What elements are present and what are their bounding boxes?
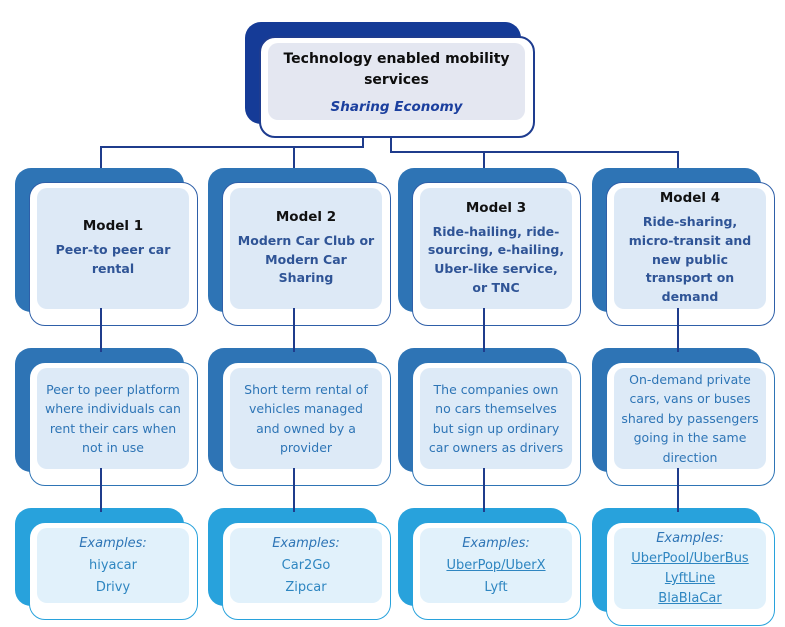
connector-stub-model-2 bbox=[293, 146, 295, 172]
description-4-card: On-demand private cars, vans or buses sh… bbox=[592, 348, 775, 486]
description-1-text: Peer to peer platform where individuals … bbox=[45, 381, 181, 455]
model-1-name: Peer-to peer car rental bbox=[55, 242, 171, 276]
root-card-front: Technology enabled mobility services Sha… bbox=[259, 36, 535, 138]
connector-stub-model-4 bbox=[677, 151, 679, 174]
example-item-drivy: Drivy bbox=[95, 580, 131, 595]
connector-stub-model-3 bbox=[483, 151, 485, 174]
examples-4-card: Examples: UberPool/UberBus LyftLine BlaB… bbox=[592, 508, 775, 626]
example-link-uberpool-uberbus[interactable]: UberPool/UberBus bbox=[631, 551, 749, 566]
examples-3-card-front: Examples: UberPop/UberX Lyft bbox=[412, 522, 581, 620]
connector-desc-examples-4 bbox=[677, 468, 679, 512]
example-item-lyft: Lyft bbox=[484, 580, 508, 595]
model-1-card-fill: Model 1 Peer-to peer car rental bbox=[37, 188, 189, 309]
description-1-card: Peer to peer platform where individuals … bbox=[15, 348, 198, 486]
examples-1-card-front: Examples: hiyacar Drivy bbox=[29, 522, 198, 620]
examples-2-card-fill: Examples: Car2Go Zipcar bbox=[230, 528, 382, 603]
examples-2-label: Examples: bbox=[272, 536, 340, 551]
description-2-card: Short term rental of vehicles managed an… bbox=[208, 348, 391, 486]
description-1-card-fill: Peer to peer platform where individuals … bbox=[37, 368, 189, 469]
example-item-car2go: Car2Go bbox=[281, 558, 331, 573]
example-link-lyftline[interactable]: LyftLine bbox=[664, 571, 716, 586]
description-3-card-front: The companies own no cars themselves but… bbox=[412, 362, 581, 486]
model-3-name: Ride-hailing, ride-sourcing, e-hailing, … bbox=[427, 223, 565, 295]
model-3-card-fill: Model 3 Ride-hailing, ride-sourcing, e-h… bbox=[420, 188, 572, 309]
connector-stub-model-1 bbox=[100, 146, 102, 172]
examples-1-card-fill: Examples: hiyacar Drivy bbox=[37, 528, 189, 603]
model-4-card-fill: Model 4 Ride-sharing, micro-transit and … bbox=[614, 188, 766, 309]
description-2-text: Short term rental of vehicles managed an… bbox=[244, 381, 368, 455]
model-1-card-front: Model 1 Peer-to peer car rental bbox=[29, 182, 198, 326]
description-3-text: The companies own no cars themselves but… bbox=[428, 381, 564, 455]
diagram-subtitle: Sharing Economy bbox=[330, 98, 463, 115]
examples-4-label: Examples: bbox=[656, 531, 724, 546]
connector-model-desc-3 bbox=[483, 308, 485, 352]
examples-3-card-fill: Examples: UberPop/UberX Lyft bbox=[420, 528, 572, 603]
root-card-fill: Technology enabled mobility services Sha… bbox=[268, 43, 525, 120]
connector-desc-examples-1 bbox=[100, 468, 102, 512]
examples-2-card-front: Examples: Car2Go Zipcar bbox=[222, 522, 391, 620]
root-card: Technology enabled mobility services Sha… bbox=[245, 22, 535, 138]
example-item-hiyacar: hiyacar bbox=[89, 558, 137, 573]
examples-4-card-front: Examples: UberPool/UberBus LyftLine BlaB… bbox=[606, 522, 775, 626]
connector-desc-examples-3 bbox=[483, 468, 485, 512]
model-2-label: Model 2 bbox=[275, 208, 337, 225]
model-2-name: Modern Car Club or Modern Car Sharing bbox=[237, 232, 375, 286]
model-2-card: Model 2 Modern Car Club or Modern Car Sh… bbox=[208, 168, 391, 326]
connector-horizontal-left bbox=[100, 146, 364, 148]
diagram-title: Technology enabled mobility services bbox=[283, 50, 510, 88]
description-3-card-fill: The companies own no cars themselves but… bbox=[420, 368, 572, 469]
connector-desc-examples-2 bbox=[293, 468, 295, 512]
example-link-uberpop-uberx[interactable]: UberPop/UberX bbox=[446, 558, 546, 573]
model-2-card-fill: Model 2 Modern Car Club or Modern Car Sh… bbox=[230, 188, 382, 309]
model-4-label: Model 4 bbox=[659, 190, 721, 207]
model-2-card-front: Model 2 Modern Car Club or Modern Car Sh… bbox=[222, 182, 391, 326]
model-4-name: Ride-sharing, micro-transit and new publ… bbox=[628, 214, 752, 305]
model-1-label: Model 1 bbox=[82, 218, 144, 235]
examples-3-card: Examples: UberPop/UberX Lyft bbox=[398, 508, 581, 620]
connector-model-desc-2 bbox=[293, 308, 295, 352]
description-4-card-fill: On-demand private cars, vans or buses sh… bbox=[614, 368, 766, 469]
description-2-card-front: Short term rental of vehicles managed an… bbox=[222, 362, 391, 486]
description-2-card-fill: Short term rental of vehicles managed an… bbox=[230, 368, 382, 469]
description-3-card: The companies own no cars themselves but… bbox=[398, 348, 581, 486]
examples-3-label: Examples: bbox=[462, 536, 530, 551]
description-1-card-front: Peer to peer platform where individuals … bbox=[29, 362, 198, 486]
example-link-blablacar[interactable]: BlaBlaCar bbox=[658, 591, 722, 606]
description-4-text: On-demand private cars, vans or buses sh… bbox=[621, 372, 759, 465]
model-3-label: Model 3 bbox=[465, 199, 527, 216]
model-3-card-front: Model 3 Ride-hailing, ride-sourcing, e-h… bbox=[412, 182, 581, 326]
model-3-card: Model 3 Ride-hailing, ride-sourcing, e-h… bbox=[398, 168, 581, 326]
connector-model-desc-4 bbox=[677, 308, 679, 352]
model-4-card-front: Model 4 Ride-sharing, micro-transit and … bbox=[606, 182, 775, 326]
connector-horizontal-right bbox=[390, 151, 679, 153]
description-4-card-front: On-demand private cars, vans or buses sh… bbox=[606, 362, 775, 486]
examples-4-card-fill: Examples: UberPool/UberBus LyftLine BlaB… bbox=[614, 528, 766, 609]
examples-1-card: Examples: hiyacar Drivy bbox=[15, 508, 198, 620]
connector-stem-right bbox=[390, 136, 392, 153]
connector-model-desc-1 bbox=[100, 308, 102, 352]
examples-2-card: Examples: Car2Go Zipcar bbox=[208, 508, 391, 620]
model-4-card: Model 4 Ride-sharing, micro-transit and … bbox=[592, 168, 775, 326]
examples-1-label: Examples: bbox=[79, 536, 147, 551]
connector-stem-left bbox=[362, 136, 364, 148]
example-item-zipcar: Zipcar bbox=[285, 580, 327, 595]
model-1-card: Model 1 Peer-to peer car rental bbox=[15, 168, 198, 326]
